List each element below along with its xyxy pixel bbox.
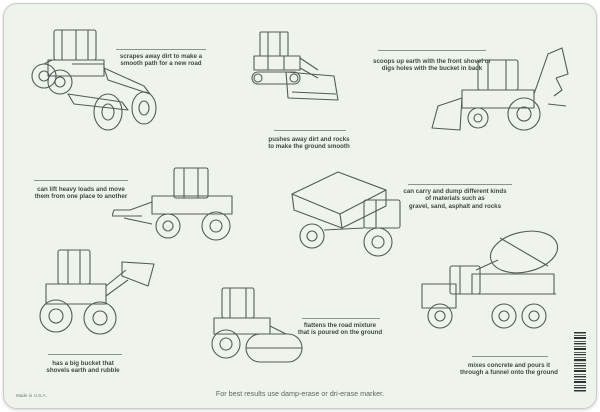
- footer-note: For best results use damp-erase or dri-e…: [215, 389, 385, 398]
- loader-caption: has a big bucket that shovels earth and …: [46, 360, 120, 375]
- placemat: scrapes away dirt to make a smooth path …: [3, 3, 597, 409]
- made-in-label: Made in U.S.A.: [16, 393, 47, 398]
- roller-caption: flattens the road mixture that is poured…: [297, 322, 383, 337]
- dump-truck-rule: [408, 184, 512, 185]
- telehandler-forklift-icon: [111, 164, 248, 248]
- backhoe-caption: scoops up earth with the front shovel or…: [373, 58, 491, 73]
- grader-caption: scrapes away dirt to make a smooth path …: [119, 53, 203, 68]
- backhoe-rule: [378, 50, 486, 51]
- wheel-loader-icon: [30, 246, 158, 344]
- mixer-rule: [472, 356, 548, 357]
- forklift-rule: [34, 180, 128, 181]
- roller-rule: [302, 318, 380, 319]
- cement-mixer-truck-icon: [416, 230, 564, 332]
- loader-rule: [48, 354, 122, 355]
- grader-rule: [116, 49, 206, 50]
- road-roller-icon: [204, 284, 310, 370]
- barcode-icon: [574, 332, 586, 392]
- backhoe-loader-icon: [428, 44, 578, 144]
- bulldozer-rule: [274, 130, 346, 131]
- bulldozer-caption: pushes away dirt and rocks to make the g…: [268, 136, 350, 151]
- mixer-caption: mixes concrete and pours it through a fu…: [460, 362, 558, 377]
- dump-truck-caption: can carry and dump different kinds of ma…: [403, 188, 507, 210]
- motor-grader-icon: [24, 24, 166, 136]
- forklift-caption: can lift heavy loads and move them from …: [34, 186, 128, 201]
- bulldozer-icon: [248, 28, 344, 108]
- dump-truck-icon: [282, 170, 410, 264]
